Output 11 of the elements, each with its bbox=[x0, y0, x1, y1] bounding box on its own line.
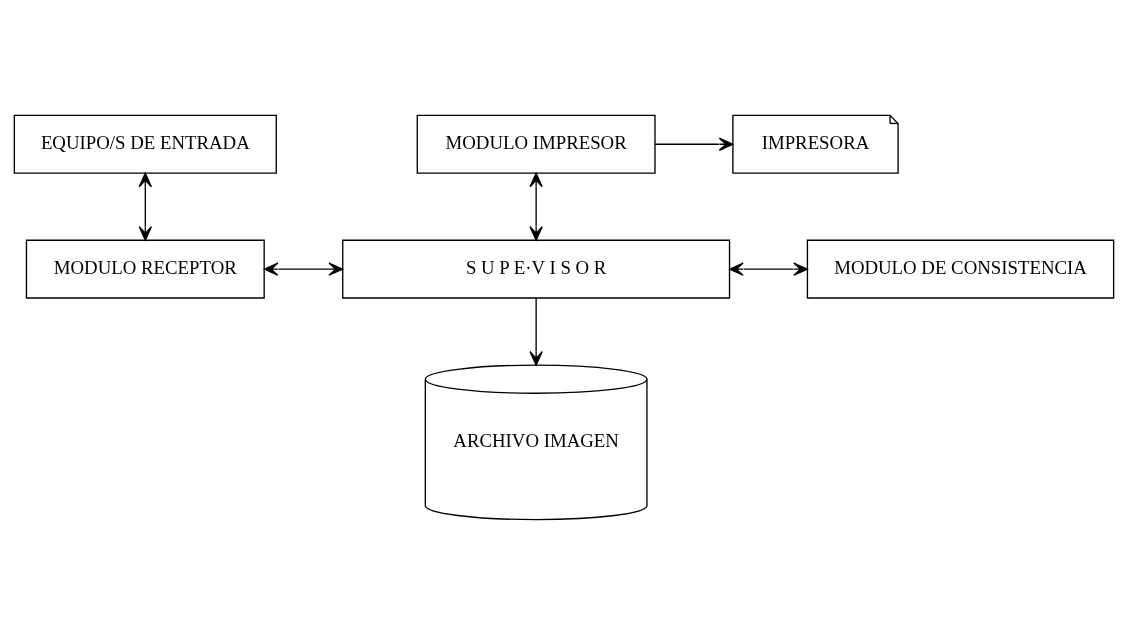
arrow bbox=[654, 137, 734, 151]
node-box: EQUIPO/S DE ENTRADA bbox=[13, 114, 277, 174]
arrow bbox=[529, 297, 543, 366]
node-box: MODULO RECEPTOR bbox=[25, 239, 265, 299]
node-box: MODULO IMPRESOR bbox=[416, 114, 656, 174]
node-box: MODULO DE CONSISTENCIA bbox=[806, 239, 1115, 299]
node-box: S U P E·V I S O R bbox=[342, 239, 731, 299]
arrow bbox=[138, 172, 152, 241]
arrow bbox=[729, 262, 808, 276]
arrow bbox=[263, 262, 344, 276]
arrow bbox=[529, 172, 543, 241]
